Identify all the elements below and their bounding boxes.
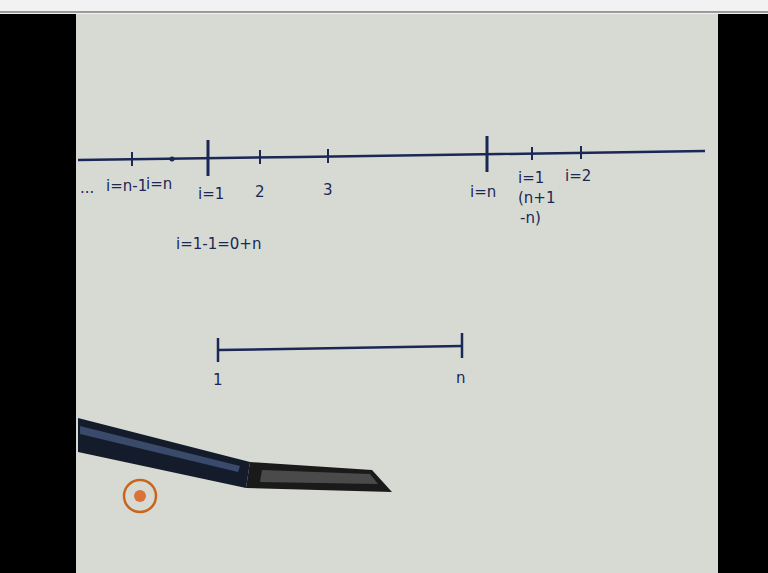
handwritten-label: i=n	[470, 184, 496, 201]
handwritten-label: ...	[80, 180, 94, 197]
handwritten-label: (n+1	[518, 190, 555, 207]
handwritten-label: 3	[323, 182, 333, 199]
handwritten-label: i=1	[198, 186, 224, 203]
handwritten-label: i=1-1=0+n	[176, 236, 261, 253]
handwritten-label: i=1	[518, 170, 544, 187]
handwritten-label: 1	[213, 372, 223, 389]
handwritten-label: -n)	[520, 210, 541, 227]
handwritten-label: 2	[255, 184, 265, 201]
handwritten-label: n	[456, 370, 466, 387]
handwritten-label: i=2	[565, 168, 591, 185]
handwritten-label: i=n	[146, 176, 172, 193]
handwritten-label: i=n-1	[106, 178, 147, 195]
